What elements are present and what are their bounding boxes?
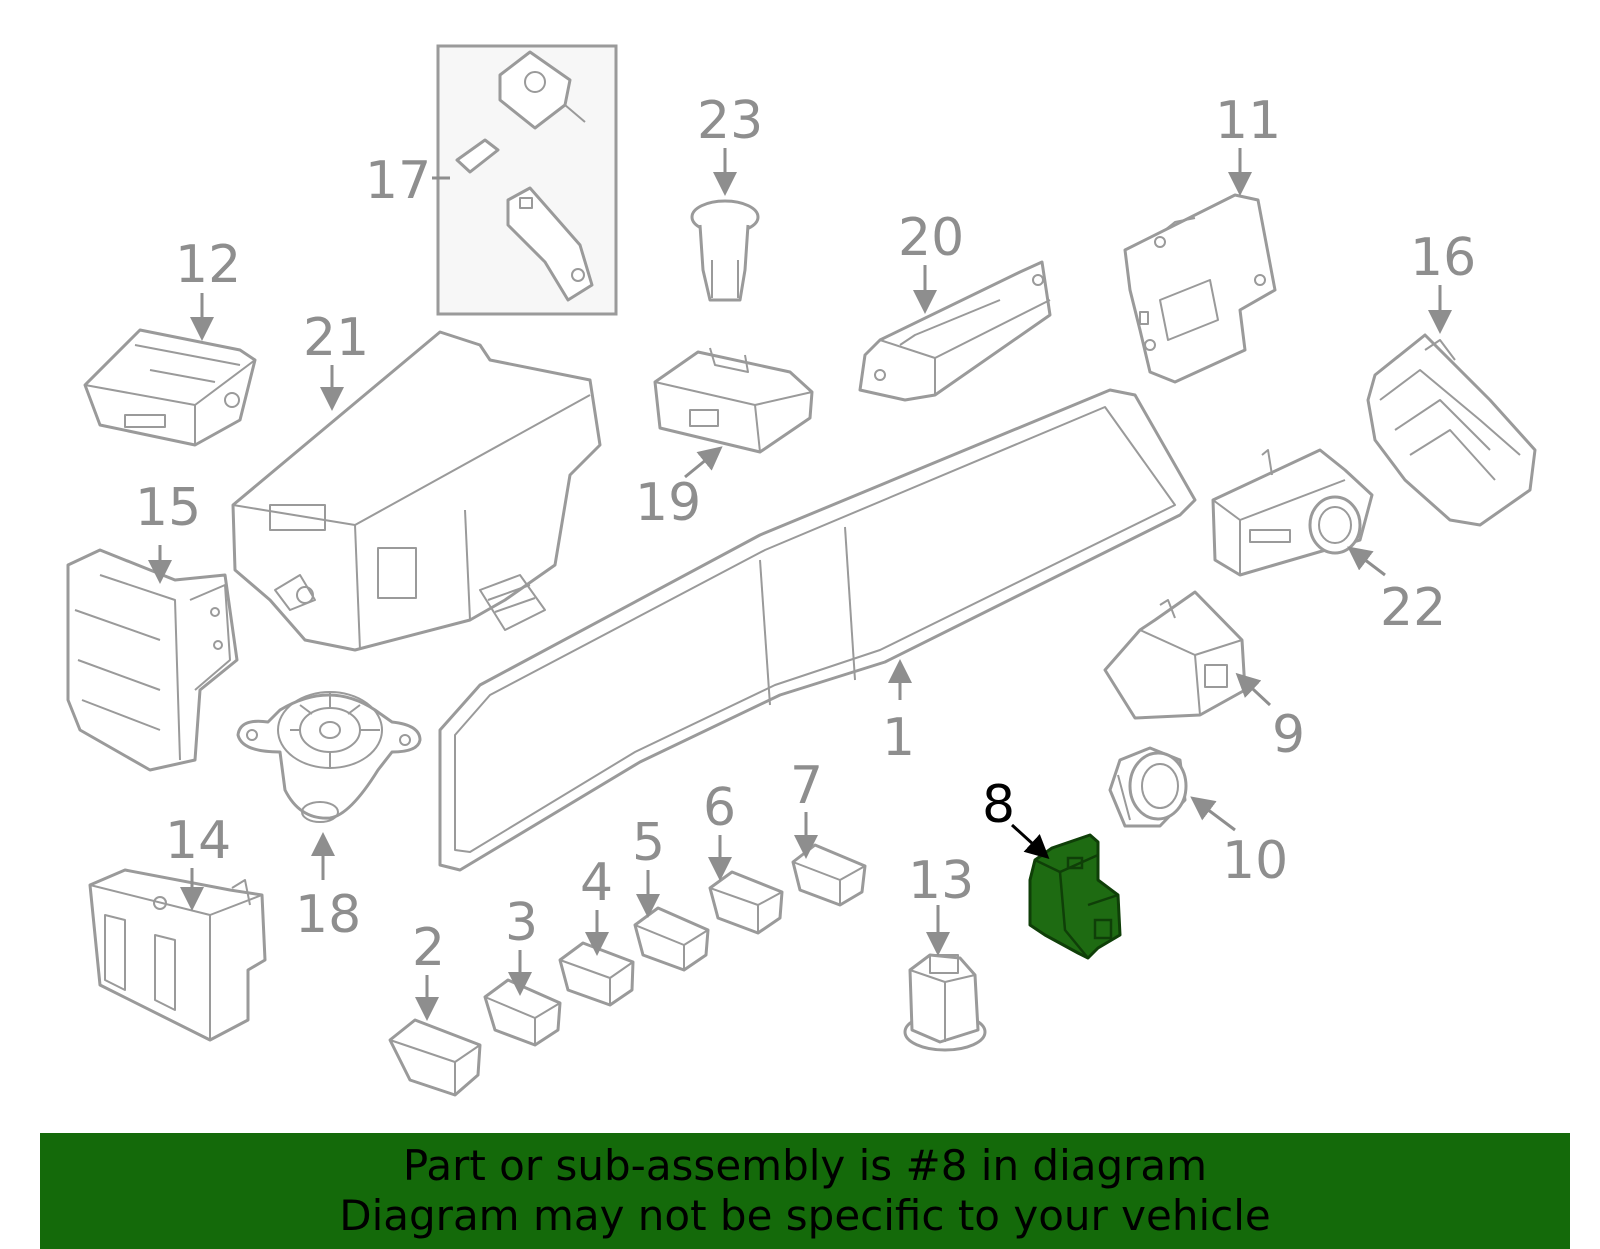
callout-10[interactable]: 10 (1222, 831, 1288, 891)
part-20-module[interactable] (858, 260, 1052, 402)
callout-11[interactable]: 11 (1215, 91, 1281, 151)
part-23-clip[interactable] (690, 199, 760, 302)
callout-8[interactable]: 8 (982, 775, 1015, 835)
part-15-control-unit[interactable] (66, 548, 239, 772)
callout-20[interactable]: 20 (898, 208, 964, 268)
info-banner: Part or sub-assembly is #8 in diagram Di… (40, 1133, 1570, 1249)
callout-12[interactable]: 12 (175, 235, 241, 295)
callout-1[interactable]: 1 (882, 708, 915, 768)
callout-7[interactable]: 7 (790, 756, 823, 816)
callout-5[interactable]: 5 (632, 813, 665, 873)
callout-17[interactable]: 17 (365, 151, 431, 211)
banner-line-1: Part or sub-assembly is #8 in diagram (402, 1141, 1208, 1190)
part-13-switch[interactable] (903, 953, 987, 1052)
callout-18[interactable]: 18 (295, 885, 361, 945)
part-8-highlighted[interactable] (1028, 833, 1122, 960)
callout-4[interactable]: 4 (580, 853, 613, 913)
callout-6[interactable]: 6 (703, 778, 736, 838)
part-5-connector[interactable] (633, 906, 710, 972)
part-3-connector[interactable] (483, 978, 562, 1047)
part-17-kit[interactable] (436, 44, 618, 316)
callout-23[interactable]: 23 (697, 91, 763, 151)
parts-diagram: 1 2 3 4 5 6 7 8 9 10 11 12 13 14 15 16 1… (66, 44, 1537, 1097)
callout-15[interactable]: 15 (135, 478, 201, 538)
callout-14[interactable]: 14 (165, 811, 231, 871)
part-7-connector[interactable] (791, 843, 867, 907)
part-6-connector[interactable] (708, 870, 784, 935)
part-11-bracket[interactable] (1123, 193, 1277, 384)
part-22-switch[interactable] (1211, 448, 1374, 577)
callout-22[interactable]: 22 (1380, 578, 1446, 638)
part-21-console-bin[interactable] (231, 330, 602, 652)
callout-3[interactable]: 3 (505, 893, 538, 953)
callout-9[interactable]: 9 (1272, 705, 1305, 765)
banner-line-2: Diagram may not be specific to your vehi… (339, 1191, 1271, 1240)
callout-labels: 1 2 3 4 5 6 7 8 9 10 11 12 13 14 15 16 1… (135, 91, 1476, 978)
callout-21[interactable]: 21 (303, 308, 369, 368)
part-2-connector[interactable] (388, 1018, 482, 1097)
part-10-knob[interactable] (1108, 746, 1188, 828)
part-4-connector[interactable] (558, 941, 635, 1007)
part-9-bracket[interactable] (1103, 590, 1247, 720)
part-16-module[interactable] (1366, 333, 1537, 527)
leader-lines (148, 148, 1452, 1021)
callout-13[interactable]: 13 (908, 851, 974, 911)
part-18-speaker[interactable] (236, 691, 422, 823)
callout-2[interactable]: 2 (412, 918, 445, 978)
callout-19[interactable]: 19 (635, 473, 701, 533)
part-12-module[interactable] (83, 328, 257, 447)
part-14-module[interactable] (88, 868, 267, 1042)
part-19-module[interactable] (653, 347, 814, 454)
part-1-console-trim[interactable] (438, 388, 1197, 872)
callout-16[interactable]: 16 (1410, 228, 1476, 288)
